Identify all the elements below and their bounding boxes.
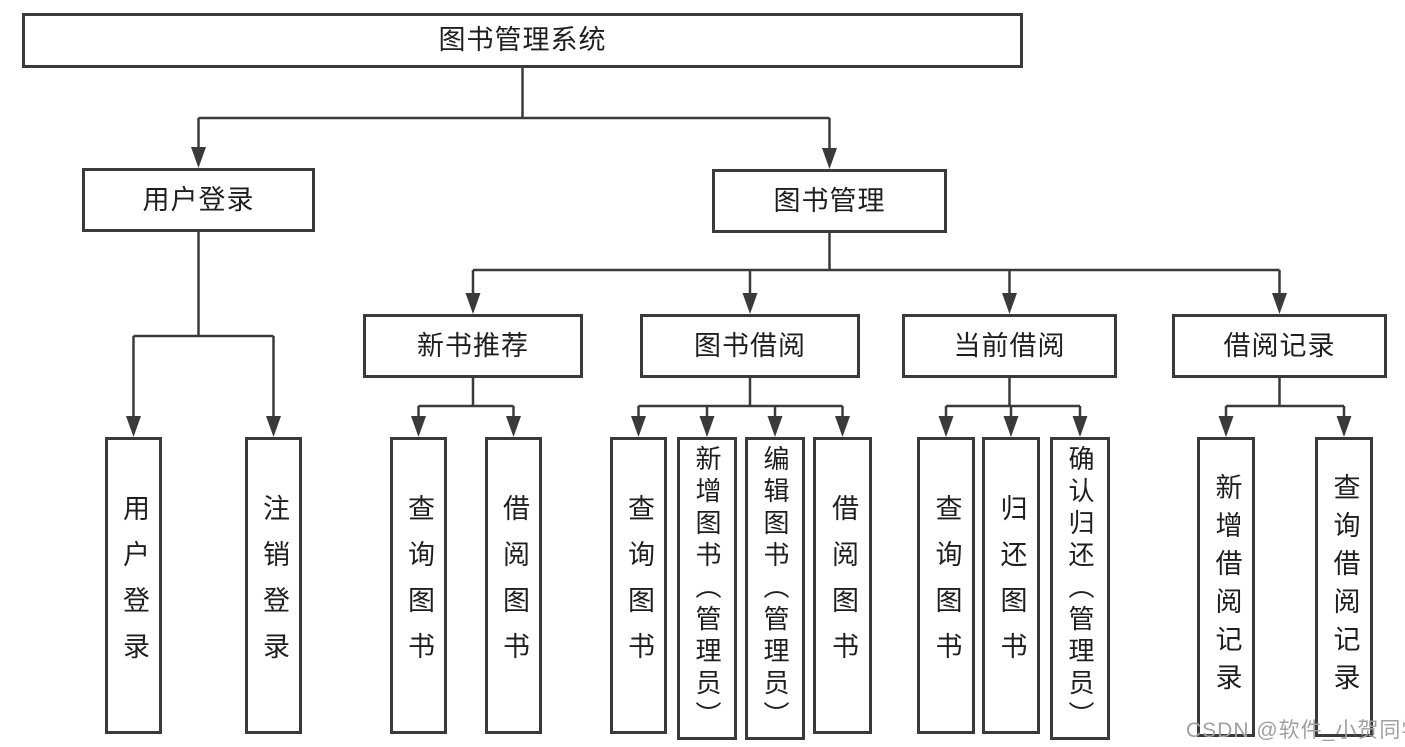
connector-book-mgmt-to-level3: [471, 233, 1281, 298]
node-leaf-return-book: 归还图书: [982, 437, 1040, 734]
arrow-down-icon: [506, 416, 521, 437]
arrow-down-icon: [1003, 416, 1019, 437]
node-leaf-add-borrow-record: 新增借阅记录: [1197, 437, 1255, 737]
arrow-down-icon: [822, 148, 837, 169]
arrow-down-icon: [938, 416, 954, 437]
node-user-login: 用户登录: [82, 168, 315, 232]
arrow-down-icon: [699, 416, 715, 437]
arrow-down-icon: [767, 416, 783, 437]
node-book-borrow: 图书借阅: [640, 314, 860, 378]
node-leaf-query-book-borrow: 查询图书: [610, 437, 667, 734]
node-leaf-user-login: 用户登录: [105, 437, 162, 734]
connector-borrow-records-to-leaves: [1224, 378, 1346, 421]
node-leaf-edit-book-admin: 编辑图书（管理员）: [745, 437, 805, 740]
node-borrow-records: 借阅记录: [1172, 314, 1387, 378]
node-leaf-add-book-admin: 新增图书（管理员）: [677, 437, 737, 740]
node-leaf-confirm-return-admin: 确认归还（管理员）: [1050, 437, 1110, 740]
arrow-down-icon: [1272, 293, 1287, 314]
node-leaf-query-book-current: 查询图书: [917, 437, 975, 734]
node-leaf-query-book-recommend: 查询图书: [390, 437, 447, 734]
connector-book-borrow-to-leaves: [637, 378, 844, 421]
node-leaf-logout: 注销登录: [245, 437, 302, 734]
arrow-down-icon: [465, 293, 481, 314]
arrow-down-icon: [126, 416, 141, 437]
node-current-borrow: 当前借阅: [902, 314, 1117, 378]
node-leaf-borrow-book: 借阅图书: [813, 437, 872, 734]
arrow-down-icon: [1218, 416, 1234, 437]
arrow-down-icon: [742, 293, 758, 314]
connector-user-login-to-leaves: [132, 232, 275, 421]
csdn-watermark: CSDN @软件_小贺同学: [1186, 719, 1405, 742]
arrow-down-icon: [191, 147, 206, 168]
node-leaf-borrow-book-recommend: 借阅图书: [485, 437, 542, 734]
connector-new-book-rec-to-leaves: [417, 378, 515, 421]
node-new-book-recommend: 新书推荐: [363, 314, 583, 378]
arrow-down-icon: [266, 416, 281, 437]
connector-current-borrow-to-leaves: [944, 378, 1082, 421]
arrow-down-icon: [1072, 416, 1088, 437]
arrow-down-icon: [1002, 293, 1017, 314]
arrow-down-icon: [1336, 416, 1352, 437]
arrow-down-icon: [411, 416, 426, 437]
arrow-down-icon: [631, 416, 646, 437]
connector-root-to-level2: [197, 68, 831, 153]
arrowheads: [126, 147, 1352, 437]
node-root-system: 图书管理系统: [22, 13, 1023, 68]
node-book-management: 图书管理: [712, 169, 947, 233]
arrow-down-icon: [835, 416, 850, 437]
node-leaf-query-borrow-record: 查询借阅记录: [1315, 437, 1373, 737]
